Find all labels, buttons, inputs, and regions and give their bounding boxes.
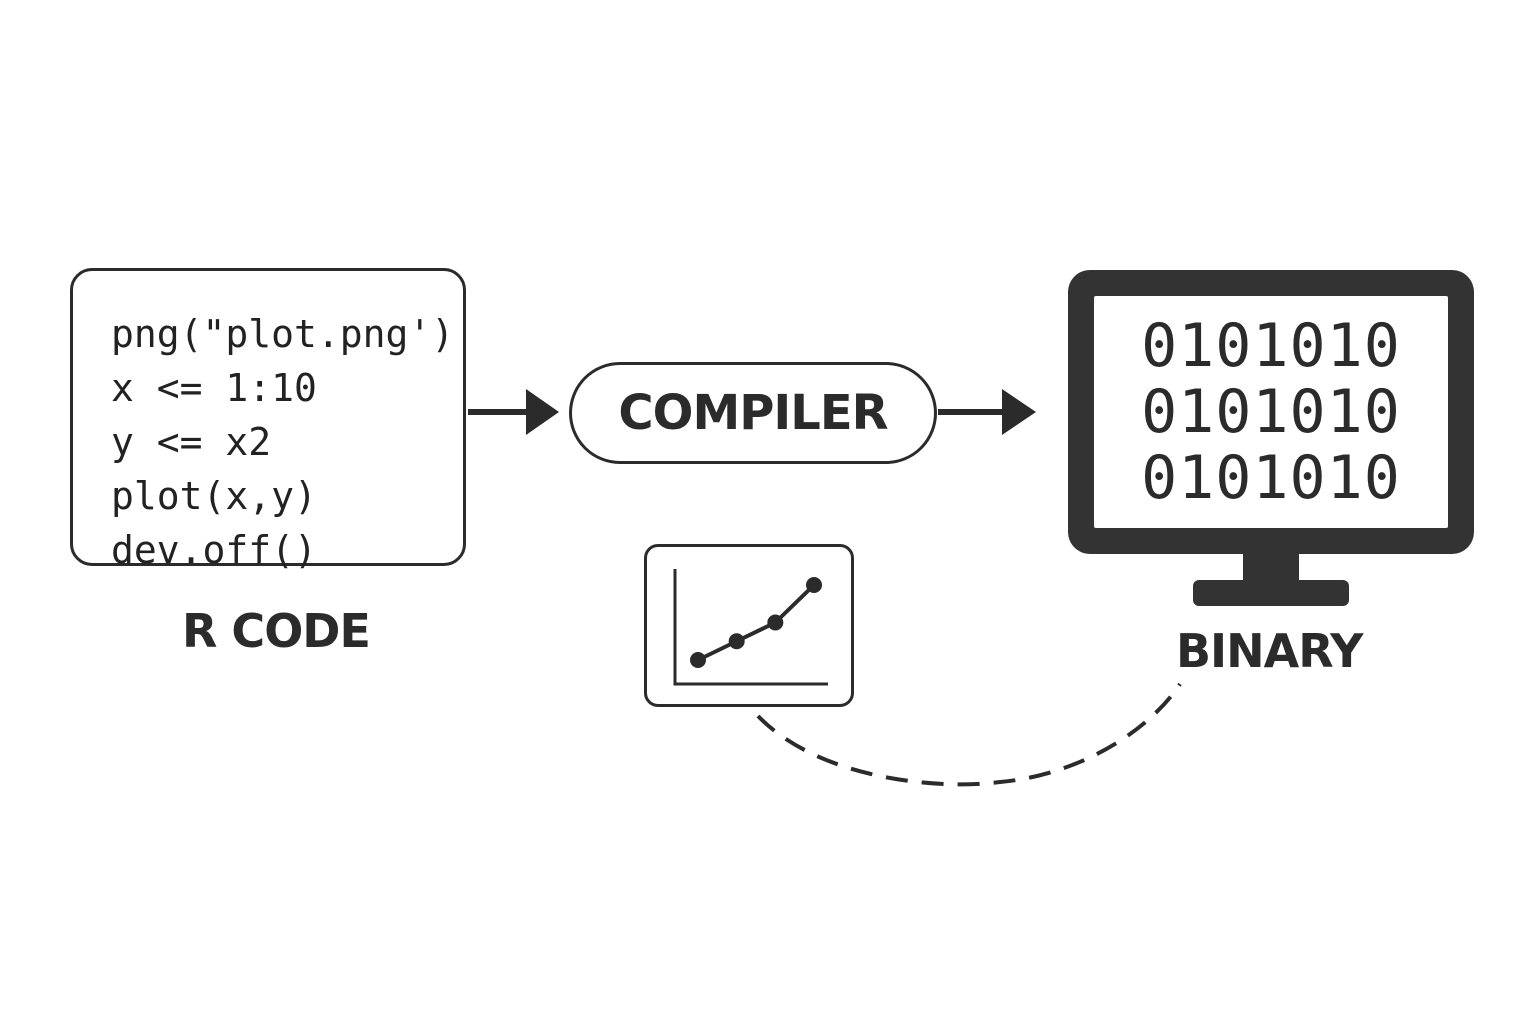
monitor-base	[1193, 580, 1349, 606]
monitor-neck	[1243, 552, 1299, 584]
binary-line: 0101010	[1141, 377, 1401, 447]
plot-line	[697, 583, 816, 662]
r-code-box: png("plot.png') x <= 1:10 y <= x2 plot(x…	[70, 268, 466, 572]
monitor-icon: 0101010 0101010 0101010	[1068, 270, 1474, 554]
plot-icon-graphic	[673, 569, 828, 686]
arrow-right-icon	[938, 389, 1036, 435]
code-line: plot(x,y)	[111, 474, 317, 518]
plot-axes	[673, 569, 828, 686]
binary-line: 0101010	[1141, 311, 1401, 381]
plot-marks	[690, 577, 822, 668]
plot-point	[690, 652, 706, 668]
compiler-label: COMPILER	[618, 385, 888, 441]
code-lines: png("plot.png') x <= 1:10 y <= x2 plot(x…	[111, 307, 454, 577]
dashed-connector	[756, 682, 1182, 787]
plot-point	[767, 614, 784, 631]
binary-line: 0101010	[1141, 443, 1401, 513]
code-line: y <= x2	[111, 420, 272, 464]
arrow-right-icon	[468, 389, 559, 435]
monitor-screen: 0101010 0101010 0101010	[1094, 296, 1448, 528]
code-line: png("plot.png')	[111, 312, 455, 356]
plot-point	[806, 577, 822, 593]
plot-point	[728, 633, 745, 650]
code-line: dev.off()	[111, 528, 317, 572]
r-code-label: R CODE	[182, 604, 371, 658]
binary-label: BINARY	[1176, 624, 1363, 678]
code-line: x <= 1:10	[111, 366, 317, 410]
line-chart-icon	[644, 544, 854, 707]
compiler-node: COMPILER	[569, 362, 937, 464]
